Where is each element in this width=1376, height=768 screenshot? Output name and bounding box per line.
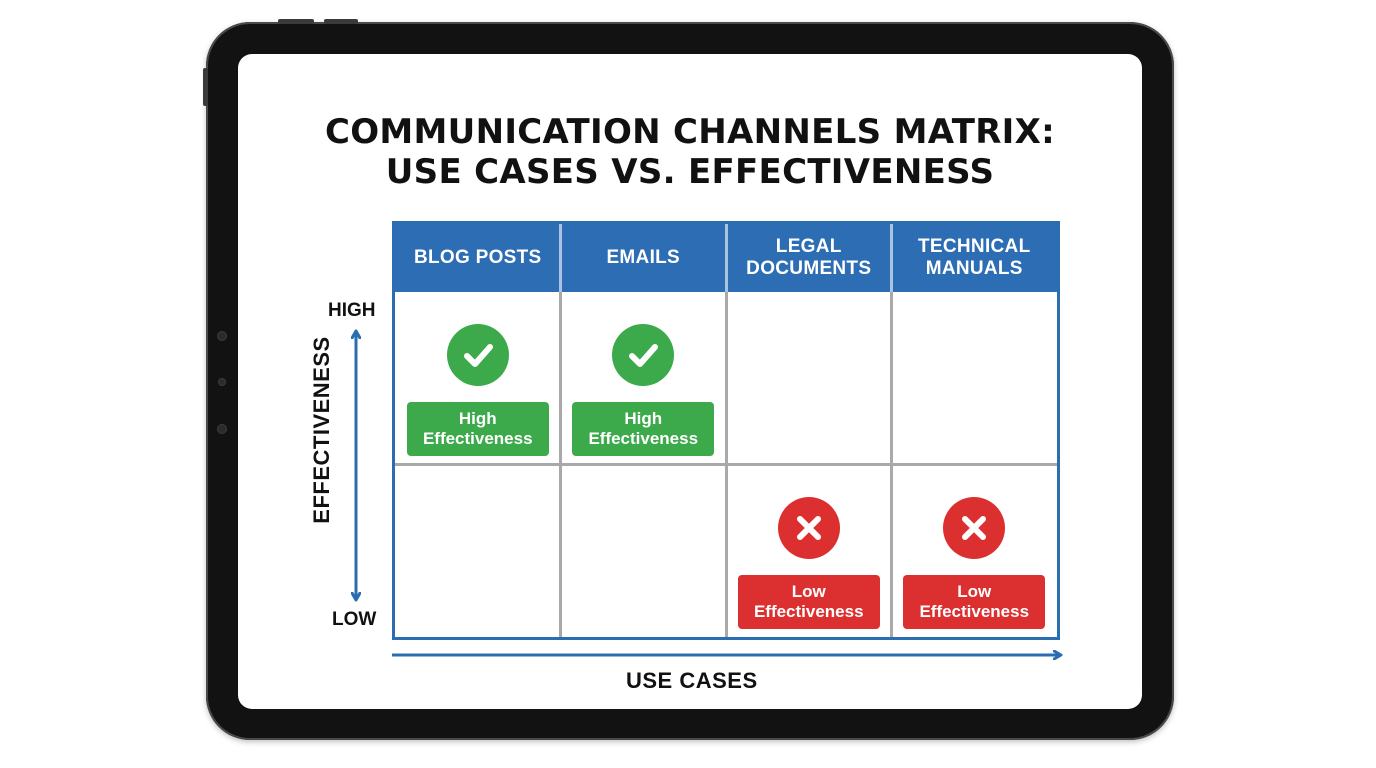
- x-icon: [943, 496, 1006, 559]
- effectiveness-badge: High Effectiveness: [572, 402, 715, 456]
- effectiveness-badge-label: Low Effectiveness: [753, 581, 864, 621]
- y-axis-high-label: HIGH: [328, 300, 376, 321]
- x-axis-title: USE CASES: [626, 668, 758, 693]
- grid-line-horizontal: [395, 463, 1057, 466]
- y-axis-low-label: LOW: [332, 609, 377, 630]
- effectiveness-badge-label: Low Effectiveness: [919, 581, 1030, 621]
- effectiveness-badge: High Effectiveness: [406, 402, 549, 456]
- camera-icon: [218, 332, 226, 340]
- axis-arrows: [238, 54, 1142, 709]
- header-divider: [724, 224, 728, 292]
- title-line-1: COMMUNICATION CHANNELS MATRIX:: [324, 112, 1056, 152]
- header-divider: [890, 224, 893, 292]
- volume-up-button: [278, 19, 314, 24]
- effectiveness-badge-label: High Effectiveness: [588, 409, 699, 448]
- effectiveness-badge-label: High Effectiveness: [422, 409, 533, 448]
- header-divider: [559, 224, 562, 292]
- column-header-label: BLOG POSTS: [413, 247, 542, 268]
- tablet-screen: COMMUNICATION CHANNELS MATRIX: USE CASES…: [238, 54, 1142, 709]
- effectiveness-badge: Low Effectiveness: [737, 574, 880, 629]
- column-header: TECHNICAL MANUALS: [891, 224, 1057, 292]
- volume-down-button: [324, 19, 358, 24]
- effectiveness-matrix: BLOG POSTS EMAILS LEGAL DOCUMENTS TECHNICAL…: [392, 221, 1060, 640]
- title-line-2: USE CASES VS. EFFECTIVENESS: [385, 152, 995, 192]
- sensor-icon: [218, 425, 226, 433]
- page-title: COMMUNICATION CHANNELS MATRIX: USE CASES…: [238, 112, 1142, 192]
- check-icon: [612, 324, 675, 386]
- tablet-frame: COMMUNICATION CHANNELS MATRIX: USE CASES…: [203, 19, 1174, 740]
- power-button: [203, 68, 208, 106]
- column-header-label: TECHNICAL MANUALS: [918, 236, 1031, 279]
- column-header: LEGAL DOCUMENTS: [726, 224, 892, 292]
- column-header: EMAILS: [560, 224, 726, 292]
- x-icon: [777, 496, 840, 559]
- check-icon: [446, 324, 509, 386]
- column-header-label: EMAILS: [606, 247, 681, 268]
- column-header-label: LEGAL DOCUMENTS: [746, 236, 872, 279]
- effectiveness-badge: Low Effectiveness: [903, 574, 1046, 629]
- sensor-icon: [219, 379, 225, 385]
- column-header: BLOG POSTS: [395, 224, 561, 292]
